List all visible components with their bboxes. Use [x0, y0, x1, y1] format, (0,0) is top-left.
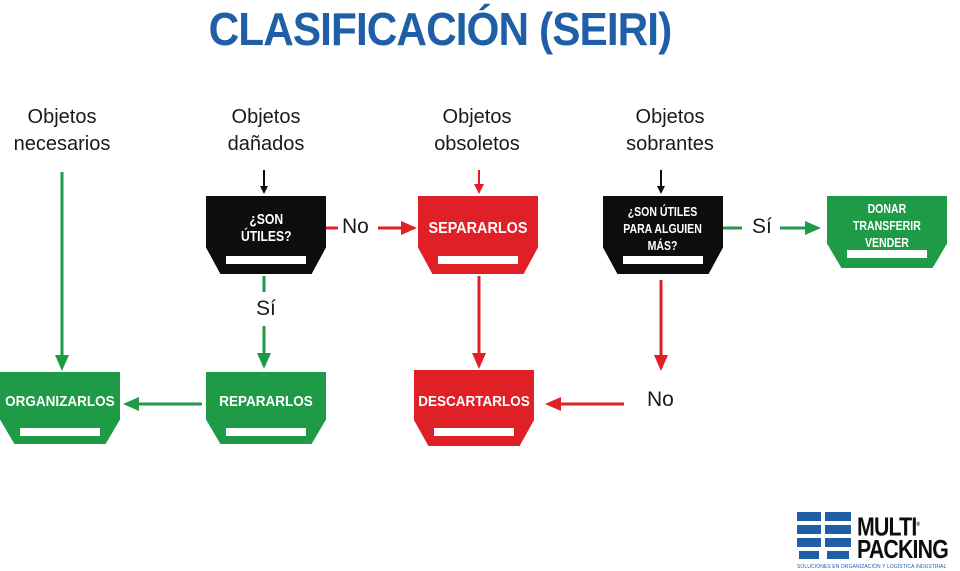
box-slot [226, 256, 306, 264]
box-text: SEPARARLOS [428, 219, 528, 237]
box-text-line: ¿SON [249, 211, 283, 228]
multipacking-logo: MULTI® PACKING SOLUCIONES EN ORGANIZACIÓ… [797, 510, 960, 571]
box-text: DESCARTARLOS [418, 392, 530, 410]
logo-wordmark-line: PACKING [857, 534, 949, 564]
box-text-line: ¿SON ÚTILES [628, 203, 698, 219]
flow-label-si: Sí [256, 297, 276, 320]
column-label-line: Objetos [27, 106, 97, 128]
box-text-line: TRANSFERIR [853, 217, 921, 233]
logo-wordmark-line: MULTI® [857, 511, 920, 542]
box-slot [20, 428, 100, 436]
column-label-line: Objetos [442, 106, 512, 128]
column-label-necesarios: Objetos necesarios [0, 104, 142, 158]
box-slot [847, 250, 927, 258]
flow-label-si: Sí [752, 215, 772, 238]
page-title: CLASIFICACIÓN (SEIRI) [208, 3, 673, 55]
box-text: ORGANIZARLOS [5, 392, 115, 410]
column-label-line: obsoletos [434, 133, 520, 155]
box-text: REPARARLOS [219, 392, 313, 410]
box-text-line: ÚTILES? [240, 228, 292, 245]
logo-mark-icon [797, 512, 851, 559]
column-label-line: Objetos [231, 106, 301, 128]
column-label-line: Objetos [635, 106, 705, 128]
box-slot [623, 256, 703, 264]
flow-label-no: No [647, 388, 674, 411]
column-label-sobrantes: Objetos sobrantes [590, 104, 750, 158]
box-slot [226, 428, 306, 436]
logo-tagline: SOLUCIONES EN ORGANIZACIÓN Y LOGÍSTICA I… [797, 564, 947, 570]
box-text-line: PARA ALGUIEN [623, 220, 703, 236]
column-label-line: sobrantes [626, 133, 714, 155]
column-label-line: dañados [227, 133, 305, 155]
box-text-line: VENDER [865, 234, 909, 250]
box-text-line: DONAR [867, 200, 907, 216]
box-slot [438, 256, 518, 264]
flow-label-no: No [342, 215, 369, 238]
column-label-line: necesarios [13, 133, 111, 155]
column-label-obsoletos: Objetos obsoletos [397, 104, 557, 158]
box-slot [434, 428, 514, 436]
column-label-danados: Objetos dañados [186, 104, 346, 158]
box-text-line: MÁS? [648, 237, 678, 253]
